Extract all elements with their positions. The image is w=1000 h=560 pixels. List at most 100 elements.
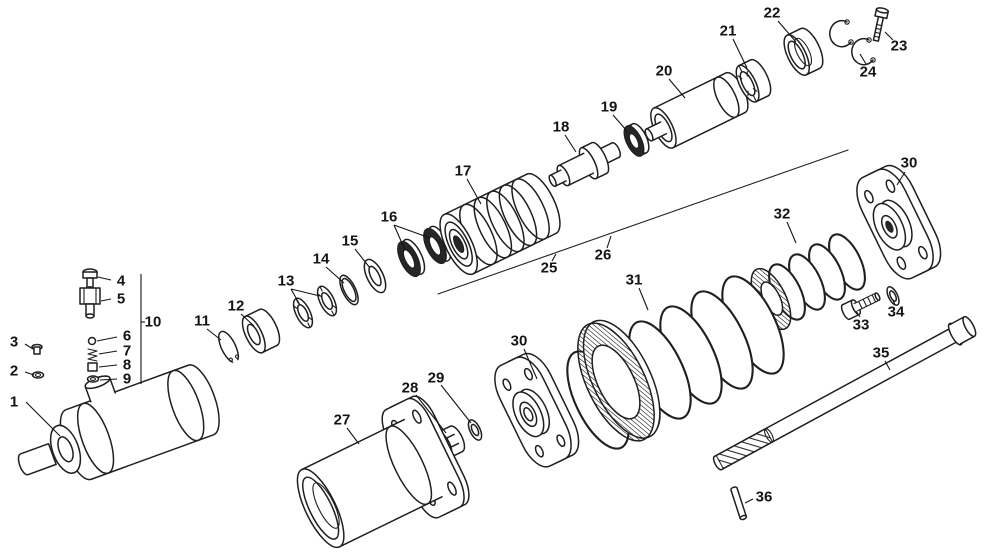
part-23-bolt — [872, 7, 889, 42]
part-leader-13-1 — [290, 288, 321, 297]
part-label-20: 20 — [656, 63, 673, 80]
part-leader-11 — [206, 328, 222, 341]
part-label-23: 23 — [891, 38, 908, 55]
part-32-inner-spring — [743, 229, 872, 335]
part-33-bolt — [840, 292, 881, 321]
part-leader-2 — [24, 371, 35, 376]
part-leader-31 — [638, 287, 649, 311]
part-label-12: 12 — [228, 298, 245, 315]
part-label-7: 7 — [123, 343, 131, 360]
part-label-34: 34 — [888, 304, 905, 321]
part-leader-25 — [551, 253, 557, 262]
part-label-32: 32 — [774, 206, 791, 223]
part-leader-34 — [892, 299, 896, 306]
part-spring-seat-cushion — [562, 309, 676, 452]
part-label-1: 1 — [10, 394, 18, 411]
part-leader-30a — [523, 348, 538, 380]
part-label-10: 10 — [145, 314, 162, 331]
part-label-31: 31 — [626, 272, 643, 289]
part-label-16: 16 — [381, 209, 398, 226]
part-1-cylinder-body — [17, 364, 220, 481]
part-19-seal — [623, 122, 650, 157]
part-label-3: 3 — [10, 334, 18, 351]
part-label-33: 33 — [853, 317, 870, 334]
part-label-22: 22 — [764, 5, 781, 22]
part-leader-18 — [564, 134, 577, 153]
part-15-seal-ring — [363, 258, 387, 294]
part-17-gland-assembly — [439, 172, 561, 276]
part-leader-24 — [859, 53, 867, 65]
part-label-17: 17 — [455, 163, 472, 180]
part-leader-5 — [100, 298, 112, 302]
part-leader-30b — [896, 171, 906, 186]
part-label-25: 25 — [541, 260, 558, 277]
part-leader-33 — [855, 310, 861, 318]
part-36-pin — [730, 486, 748, 521]
part-24-clamp-halves — [829, 19, 876, 66]
part-leader-19 — [612, 114, 628, 132]
part-6-7-8-9-valve-internals — [86, 336, 100, 383]
part-leader-26 — [606, 235, 612, 249]
part-label-35: 35 — [873, 345, 890, 362]
part-leader-16-1 — [393, 224, 431, 239]
part-leader-27 — [346, 427, 360, 445]
part-leader-15 — [354, 248, 371, 269]
part-34-washer — [886, 286, 900, 306]
part-label-9: 9 — [123, 371, 131, 388]
part-leader-4 — [97, 276, 112, 281]
part-label-28: 28 — [402, 380, 419, 397]
part-2-3-fittings — [31, 343, 45, 379]
part-leader-23 — [884, 31, 894, 41]
part-leader-20 — [668, 78, 686, 99]
part-leader-17 — [466, 178, 482, 205]
part-label-21: 21 — [720, 23, 737, 40]
part-label-15: 15 — [342, 233, 359, 250]
part-leader-12 — [240, 313, 255, 327]
part-leader-7 — [98, 350, 118, 355]
part-label-18: 18 — [553, 119, 570, 136]
part-leader-28 — [415, 394, 447, 434]
part-label-4: 4 — [117, 273, 126, 290]
part-30-bearing-plate-front — [487, 348, 587, 473]
part-leader-14 — [325, 266, 345, 284]
part-18-rod-end — [548, 141, 622, 188]
part-11-snap-ring — [217, 330, 240, 363]
part-leader-22 — [777, 20, 797, 43]
part-14-washer — [339, 274, 359, 306]
part-29-washer — [467, 419, 483, 441]
part-leader-21 — [732, 38, 748, 69]
part-leader-8 — [98, 364, 118, 368]
part-label-36: 36 — [756, 489, 773, 506]
part-20-cylinder-tube — [644, 71, 749, 149]
part-35-tie-rod — [712, 315, 977, 471]
part-label-26: 26 — [595, 247, 612, 264]
part-label-30b: 30 — [901, 155, 918, 172]
part-leader-13 — [290, 288, 301, 306]
part-label-29: 29 — [428, 370, 445, 387]
part-leader-32 — [786, 221, 797, 244]
part-30-bearing-plate-rear — [849, 160, 949, 285]
part-label-27: 27 — [334, 412, 351, 429]
part-27-housing — [296, 392, 475, 549]
part-label-6: 6 — [123, 328, 131, 345]
part-leader-6 — [96, 336, 118, 342]
part-4-5-breather-valve — [79, 268, 101, 319]
part-label-11: 11 — [194, 313, 210, 330]
part-label-24: 24 — [860, 64, 877, 81]
part-leader-29 — [440, 384, 472, 424]
part-label-30a: 30 — [511, 333, 528, 350]
part-label-5: 5 — [117, 291, 125, 308]
part-12-bushing — [241, 308, 281, 354]
part-leader-36 — [744, 498, 754, 504]
part-label-2: 2 — [10, 363, 18, 380]
part-leader-3 — [24, 343, 34, 350]
part-label-8: 8 — [123, 357, 131, 374]
part-label-14: 14 — [313, 251, 330, 268]
group-line-25-26 — [437, 149, 849, 295]
part-label-13: 13 — [278, 273, 295, 290]
part-label-19: 19 — [601, 99, 618, 116]
part-21-slotted-ring — [735, 58, 772, 103]
